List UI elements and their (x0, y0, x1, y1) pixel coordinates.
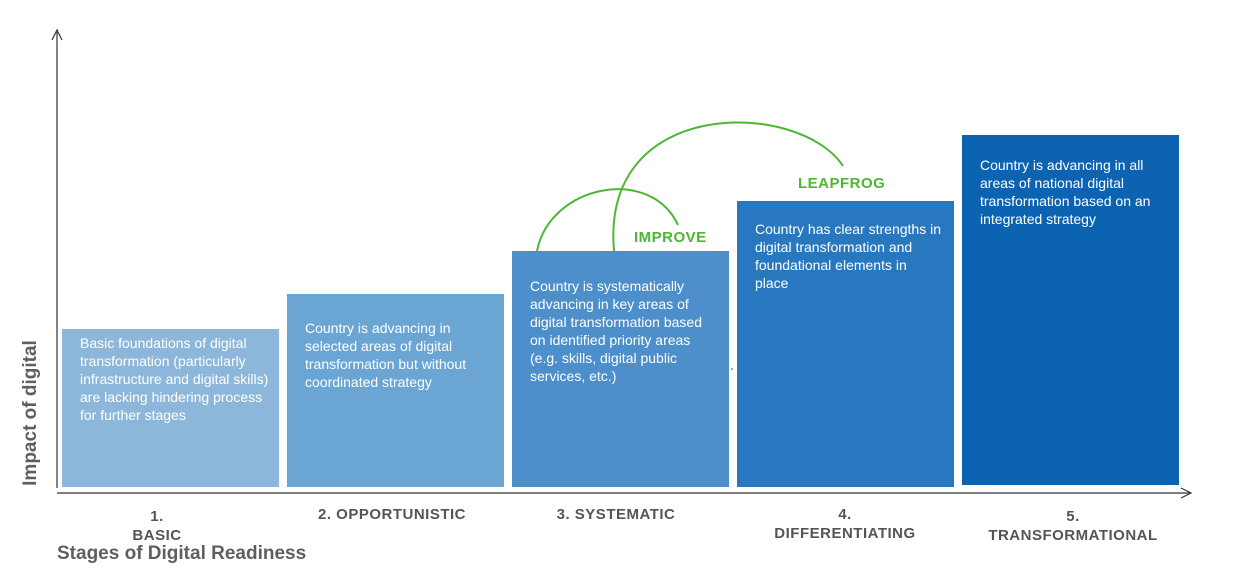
stage-name: TRANSFORMATIONAL (988, 527, 1158, 544)
improve-label: IMPROVE (634, 229, 707, 246)
stage-number: 4. (838, 506, 852, 523)
stage-box-basic: Basic foundations of digital transformat… (62, 329, 279, 487)
stage-label-basic: 1. BASIC (52, 507, 262, 545)
stage-name: 2. OPPORTUNISTIC (317, 506, 467, 523)
stage-name: DIFFERENTIATING (774, 525, 916, 542)
stage-description: Country has clear strengths in digital t… (755, 221, 941, 291)
stage-label-systematic: 3. SYSTEMATIC (511, 505, 721, 524)
stage-description: Country is advancing in all areas of nat… (980, 157, 1151, 227)
stage-description: Country is advancing in selected areas o… (305, 320, 467, 390)
stage-description: Country is systematically advancing in k… (530, 278, 702, 384)
leapfrog-arc (612, 121, 844, 252)
stage-label-differentiating: 4. DIFFERENTIATING (740, 505, 950, 543)
stage-number: 5. (1066, 508, 1080, 525)
stage-box-transformational: Country is advancing in all areas of nat… (962, 135, 1179, 485)
stage-box-differentiating: Country has clear strengths in digital t… (737, 201, 954, 487)
stage-label-transformational: 5. TRANSFORMATIONAL (968, 507, 1178, 545)
small-dot (731, 368, 733, 370)
leapfrog-label: LEAPFROG (798, 175, 886, 192)
stage-name: BASIC (132, 527, 182, 544)
stage-number: 1. (150, 508, 164, 525)
stage-box-systematic: Country is systematically advancing in k… (512, 251, 729, 487)
improve-arc (536, 188, 679, 252)
stage-name: 3. SYSTEMATIC (556, 506, 676, 523)
x-axis-label: Stages of Digital Readiness (57, 543, 307, 564)
stage-box-opportunistic: Country is advancing in selected areas o… (287, 294, 504, 487)
y-axis-label: Impact of digital (20, 340, 41, 486)
x-axis-arrow (1180, 487, 1193, 499)
y-axis-arrow (51, 28, 63, 41)
stage-label-opportunistic: 2. OPPORTUNISTIC (287, 505, 497, 524)
stage-description: Basic foundations of digital transformat… (80, 335, 269, 423)
